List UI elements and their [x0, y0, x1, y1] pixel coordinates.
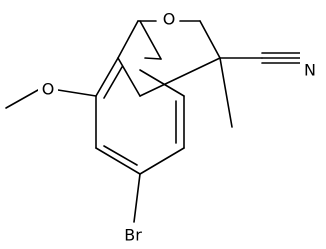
- bond-c4a-c4: [139, 57, 221, 97]
- methoxy-oxygen-label: O: [42, 80, 55, 99]
- atom-label-layer: O N O Br: [38, 7, 320, 249]
- bond-ome-me: [5, 89, 39, 109]
- nitrile-nitrogen-label: N: [304, 61, 316, 80]
- bond-c3-c4: [199, 20, 221, 59]
- bromine-label: Br: [124, 226, 142, 245]
- ring-oxygen-label-bg: [159, 7, 179, 33]
- bond-c1-o2b: [139, 20, 162, 60]
- bond-c7-c6-inner: [103, 145, 138, 166]
- bond-c4a-c8a: [139, 69, 185, 97]
- bromine-label-bg: [120, 223, 148, 249]
- bond-c8a-c8: [95, 57, 119, 97]
- bond-c6-br: [133, 173, 141, 223]
- bond-c4-methyl: [219, 57, 233, 128]
- bond-c7-c6: [95, 147, 141, 175]
- bond-layer: [5, 20, 303, 223]
- bond-c8-c8-inner: [103, 66, 123, 99]
- nitrile-nitrogen-label-bg: [300, 45, 320, 71]
- bond-c1-c8a: [117, 20, 139, 59]
- bond-c8a-c4a: [117, 57, 141, 97]
- bond-c1-o2: [144, 57, 162, 60]
- bond-c8-ome: [57, 89, 97, 97]
- bond-c6-c5: [139, 147, 185, 175]
- ring-oxygen-label: O: [163, 10, 176, 29]
- methoxy-oxygen-label-bg: [38, 77, 58, 103]
